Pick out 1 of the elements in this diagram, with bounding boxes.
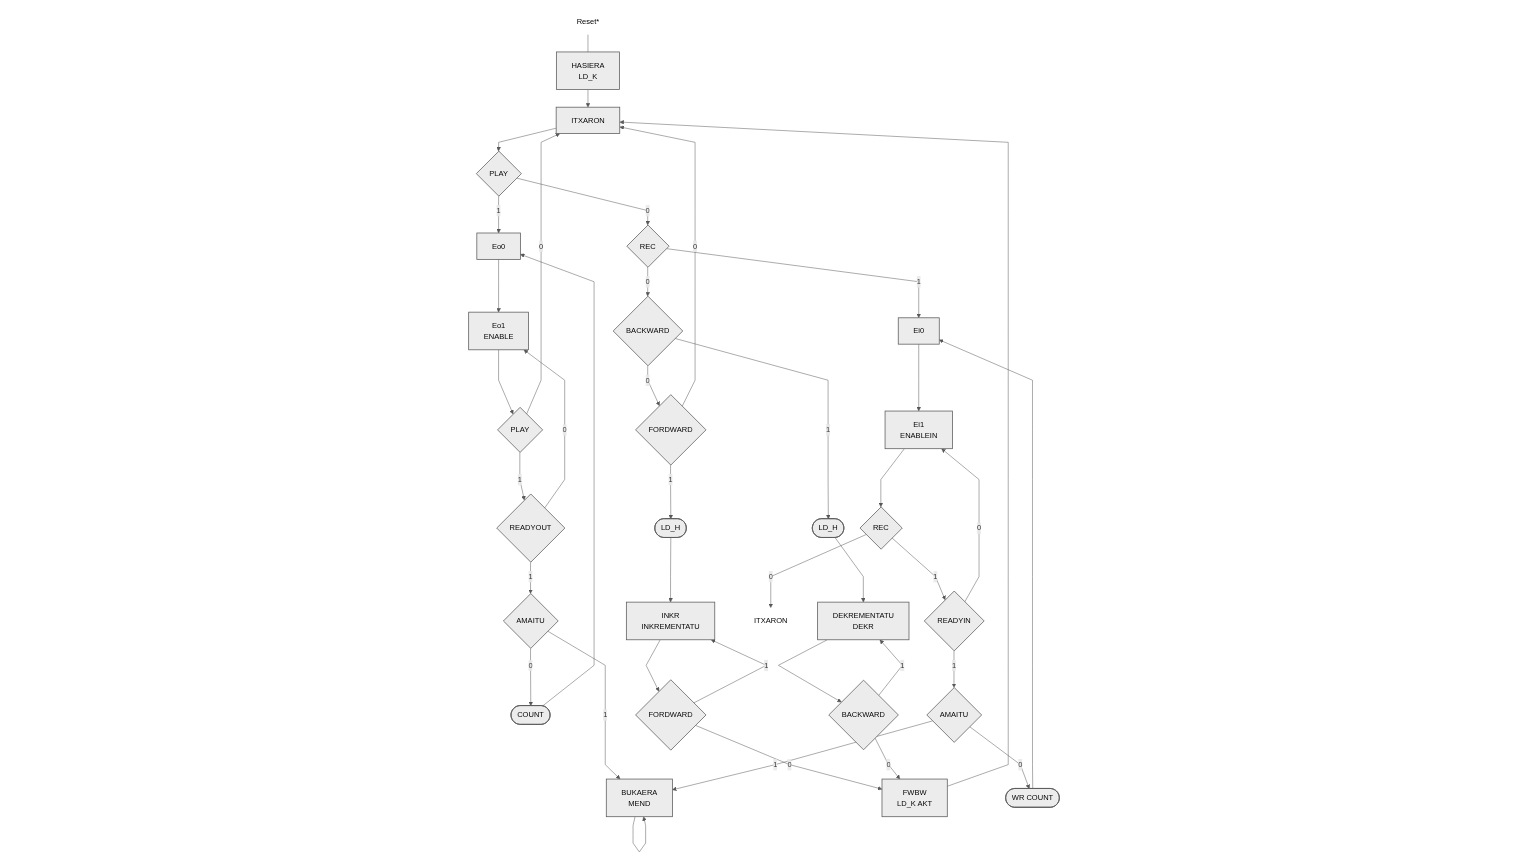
- connector: [587, 34, 589, 53]
